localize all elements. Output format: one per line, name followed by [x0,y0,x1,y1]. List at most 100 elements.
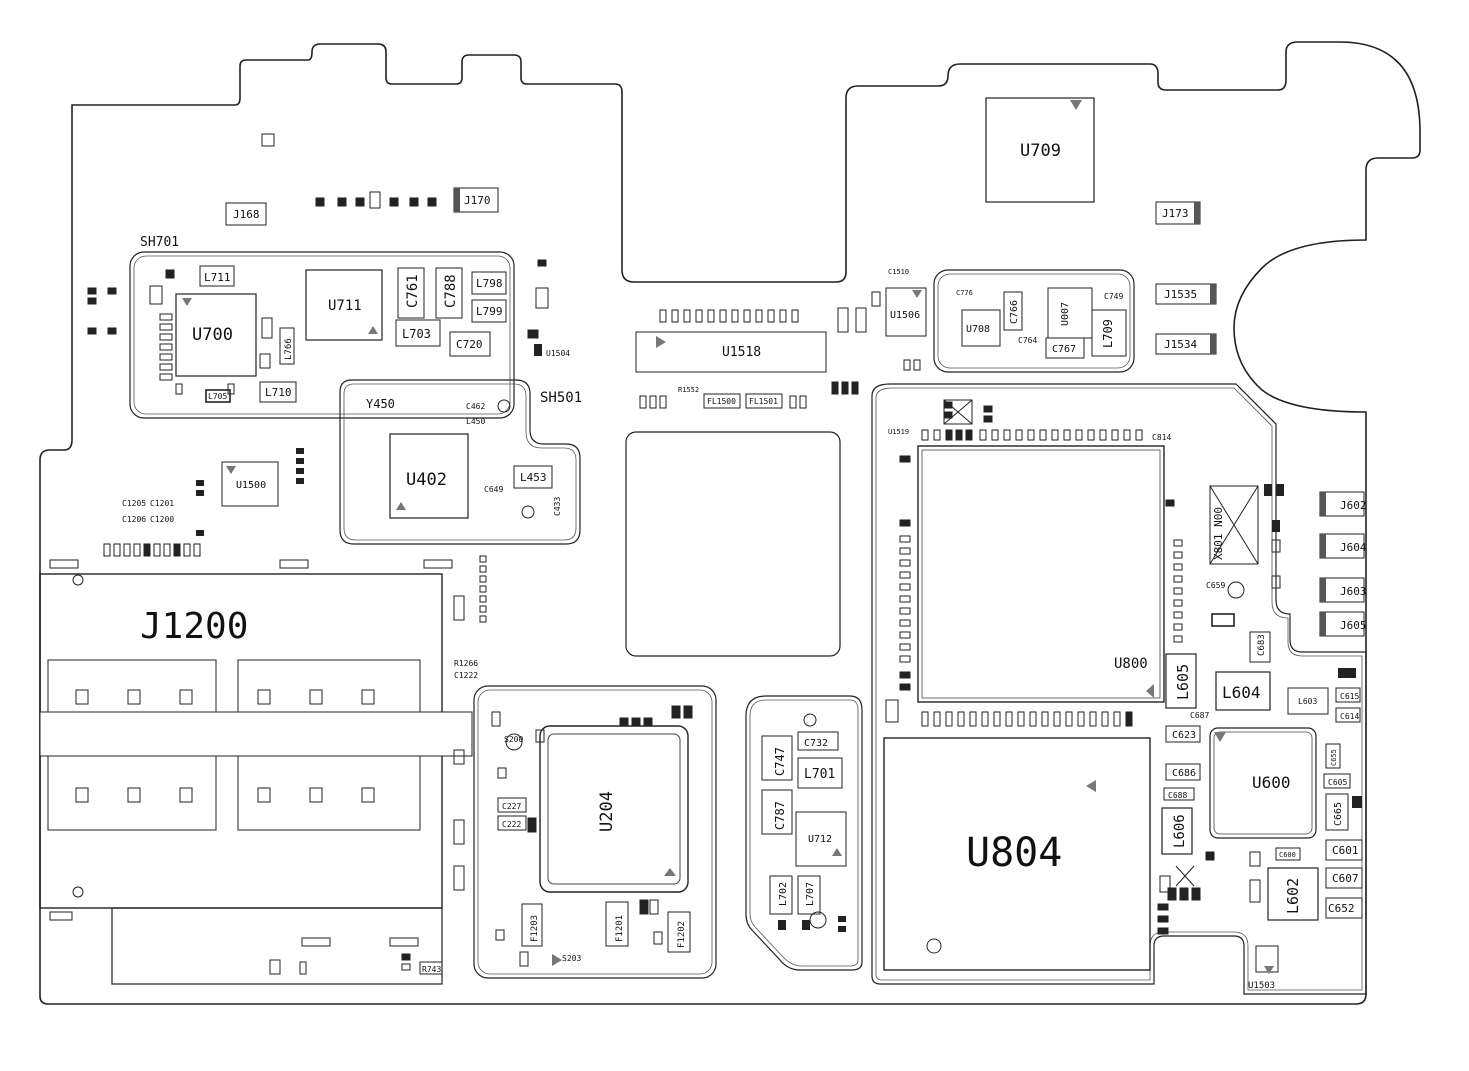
capacitor-label-c655: C655 [1330,749,1338,766]
chip-u402 [389,433,469,519]
capacitor-c601 [1325,839,1363,861]
inductor-label-l707: L707 [805,882,816,906]
capacitor-label-c607: C607 [1332,872,1359,885]
chip-label-u1503: U1503 [1248,981,1275,991]
inductor-label-l450: L450 [466,417,485,426]
connector-label-j170: J170 [464,194,491,207]
capacitor-label-c766: C766 [1009,300,1020,324]
connector-j604-tab [1320,534,1326,558]
capacitor-label-c433: C433 [553,497,562,516]
chip-u708 [961,309,1001,347]
switch-label-s203: S203 [562,954,581,963]
passive-array-u600 [1157,851,1261,935]
shield-u708-inner [937,273,1131,369]
capacitor-c747 [761,735,793,781]
inductor-l799 [471,299,507,323]
inductor-l711 [199,265,235,287]
resistor-r743 [419,961,443,975]
shield-sh701-inner [133,255,511,415]
filter-f1203 [521,903,543,947]
chip-u709 [985,97,1095,203]
passive [1264,484,1272,496]
connector-j1200-pads [49,559,465,947]
chip-label-u804: U804 [966,830,1062,876]
chip-u800-inner [921,449,1161,699]
inductor-label-l702: L702 [778,882,789,906]
connector-label-j168: J168 [233,208,260,221]
capacitor-label-c652: C652 [1328,902,1355,915]
inductor-label-l799: L799 [476,305,503,318]
capacitor-c683 [1249,631,1271,663]
filter-label-fl1501: FL1501 [749,397,778,406]
inductor-l703 [395,319,441,347]
capacitor-label-c814: C814 [1152,433,1171,442]
capacitor-label-c776: C776 [956,289,973,297]
capacitor-label-c749: C749 [1104,292,1123,301]
shield-sh501 [339,379,581,545]
chip-u712 [795,811,847,867]
shield-u800-u804 [871,383,1367,995]
capacitor-label-c686: C686 [1172,768,1196,779]
chip-label-u1519: U1519 [888,428,909,436]
capacitor-label-c732: C732 [804,738,828,749]
inductor-l710 [259,381,297,403]
capacitor-c688 [1163,787,1195,801]
filter-label-f1201: F1201 [615,915,625,942]
inductor-label-l703: L703 [402,327,431,341]
chip-label-u402: U402 [406,470,447,490]
fiducial [803,713,817,727]
capacitor-label-c1205: C1205 [122,499,146,508]
capacitor-c615 [1335,687,1361,703]
test-point-x [943,399,973,425]
chip-label-u1518: U1518 [722,345,761,360]
capacitor-label-c462: C462 [466,402,485,411]
shield-label-sh701: SH701 [140,235,179,250]
test-point-x-line [1175,865,1195,887]
inductor-label-l710: L710 [265,386,292,399]
capacitor-label-c615: C615 [1340,692,1359,701]
shield-u204-inner [477,689,713,975]
pin1-marker [1214,732,1226,742]
fiducial [72,886,84,898]
capacitor-label-c761: C761 [405,274,421,308]
crystal-label-y450: Y450 [366,397,395,411]
inductor-l709 [1091,309,1127,357]
capacitor-c614 [1335,707,1361,723]
inductor-l602 [1267,867,1319,921]
test-point-x-line [943,399,973,425]
passive-row [103,543,201,557]
shield-u712-inner [749,699,859,967]
switch-s203 [552,954,562,966]
capacitor-label-c1222: C1222 [454,671,478,680]
inductor-l453 [513,465,553,489]
capacitor-label-c787: C787 [773,801,787,830]
passive [1272,520,1280,532]
pin1-marker [832,848,842,856]
capacitor-c732 [797,731,839,751]
inductor-l606 [1161,807,1193,855]
filter-f1201 [605,901,629,947]
capacitor-label-c649: C649 [484,485,503,494]
shield-sh701 [129,251,515,419]
chip-label-u600: U600 [1252,773,1291,792]
chip-label-u1500: U1500 [236,480,266,491]
pin1-marker [1146,684,1154,698]
shield-u712 [745,695,863,971]
fiducial [497,399,511,413]
fiducial [1227,581,1245,599]
capacitor-label-c747: C747 [773,747,787,776]
chip-u1503 [1255,945,1279,973]
filter-label-f1203: F1203 [530,915,540,942]
crystal-x801 [1209,485,1259,565]
fiducial [521,505,535,519]
inductor-label-l705: L705 [208,392,227,401]
inductor-label-l709: L709 [1101,319,1115,348]
inductor-l702 [769,875,793,915]
crystal-label-x801: X801 N00 [1212,507,1225,560]
capacitor-c600 [1275,847,1301,861]
connector-j1200-bar [39,711,473,757]
pin1-marker [1070,100,1082,110]
shield-u800-u804-inner [875,387,1363,991]
pin1-marker [368,326,378,334]
pin1-marker [1086,780,1096,792]
